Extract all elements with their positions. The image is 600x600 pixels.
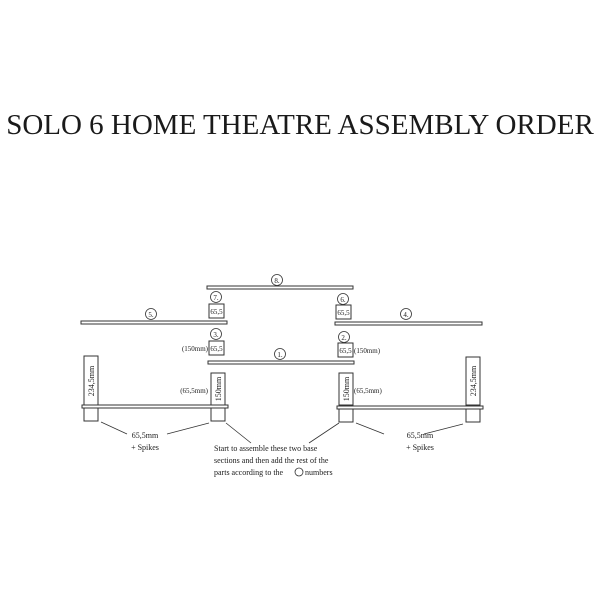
left-feet-spikes: + Spikes — [131, 443, 159, 452]
step-circle-3 — [210, 328, 222, 340]
step-label-6: 6. — [340, 296, 346, 304]
spacer-3 — [208, 340, 225, 356]
right-tall-post — [465, 356, 481, 406]
step-circle-4 — [400, 308, 412, 320]
right-foot-inner — [338, 408, 354, 423]
shelf-4 — [334, 321, 483, 326]
shelf-5 — [80, 320, 228, 325]
step-label-4: 4. — [403, 311, 409, 319]
right-center-post-label: 150mm — [342, 376, 351, 401]
instruction-line-2: sections and then add the rest of the — [214, 456, 329, 465]
right-center-post — [338, 372, 354, 406]
spacer-2-note: (150mm) — [354, 347, 381, 355]
instruction-line-3b: numbers — [305, 468, 333, 477]
step-label-5: 5. — [148, 311, 154, 319]
shelf-8 — [206, 285, 354, 290]
instruction-line-1: Start to assemble these two base — [214, 444, 318, 453]
step-circle-8 — [271, 274, 283, 286]
left-feet-label: 65,5mm — [132, 431, 159, 440]
step-label-1: 1. — [277, 351, 283, 359]
spacer-3-note: (150mm) — [182, 345, 209, 353]
step-circle-7 — [210, 291, 222, 303]
page-title: SOLO 6 HOME THEATRE ASSEMBLY ORDER — [6, 109, 594, 141]
shelf-1 — [207, 360, 355, 365]
spacer-2 — [337, 342, 354, 358]
right-tall-post-label: 234,5mm — [469, 365, 478, 396]
spacer-7 — [208, 303, 225, 319]
circle-symbol-icon — [294, 467, 304, 477]
right-feet-spikes: + Spikes — [406, 443, 434, 452]
spacer-6 — [335, 304, 352, 320]
left-tall-post-label: 234,5mm — [87, 365, 96, 396]
spacer-6-label: 65,5 — [337, 309, 350, 317]
step-label-3: 3. — [213, 331, 219, 339]
step-circle-1 — [274, 348, 286, 360]
step-circle-5 — [145, 308, 157, 320]
spacer-7-label: 65,5 — [210, 308, 223, 316]
right-foot-outer — [465, 408, 481, 423]
left-center-post-note: (65,5mm) — [180, 387, 208, 395]
left-foot-outer — [83, 407, 99, 422]
right-base-shelf — [336, 405, 484, 410]
spacer-3-label: 65,5 — [210, 345, 223, 353]
instruction-line-3a: parts according to the — [214, 468, 284, 477]
step-label-8: 8. — [274, 277, 280, 285]
left-foot-inner — [210, 407, 226, 422]
step-label-7: 7. — [213, 294, 219, 302]
right-center-post-note: (65,5mm) — [354, 387, 382, 395]
spacer-2-label: 65,5 — [339, 347, 352, 355]
right-feet-label: 65,5mm — [407, 431, 434, 440]
left-center-post-label: 150mm — [214, 376, 223, 401]
left-base-shelf — [81, 404, 229, 409]
step-label-2: 2. — [341, 334, 347, 342]
